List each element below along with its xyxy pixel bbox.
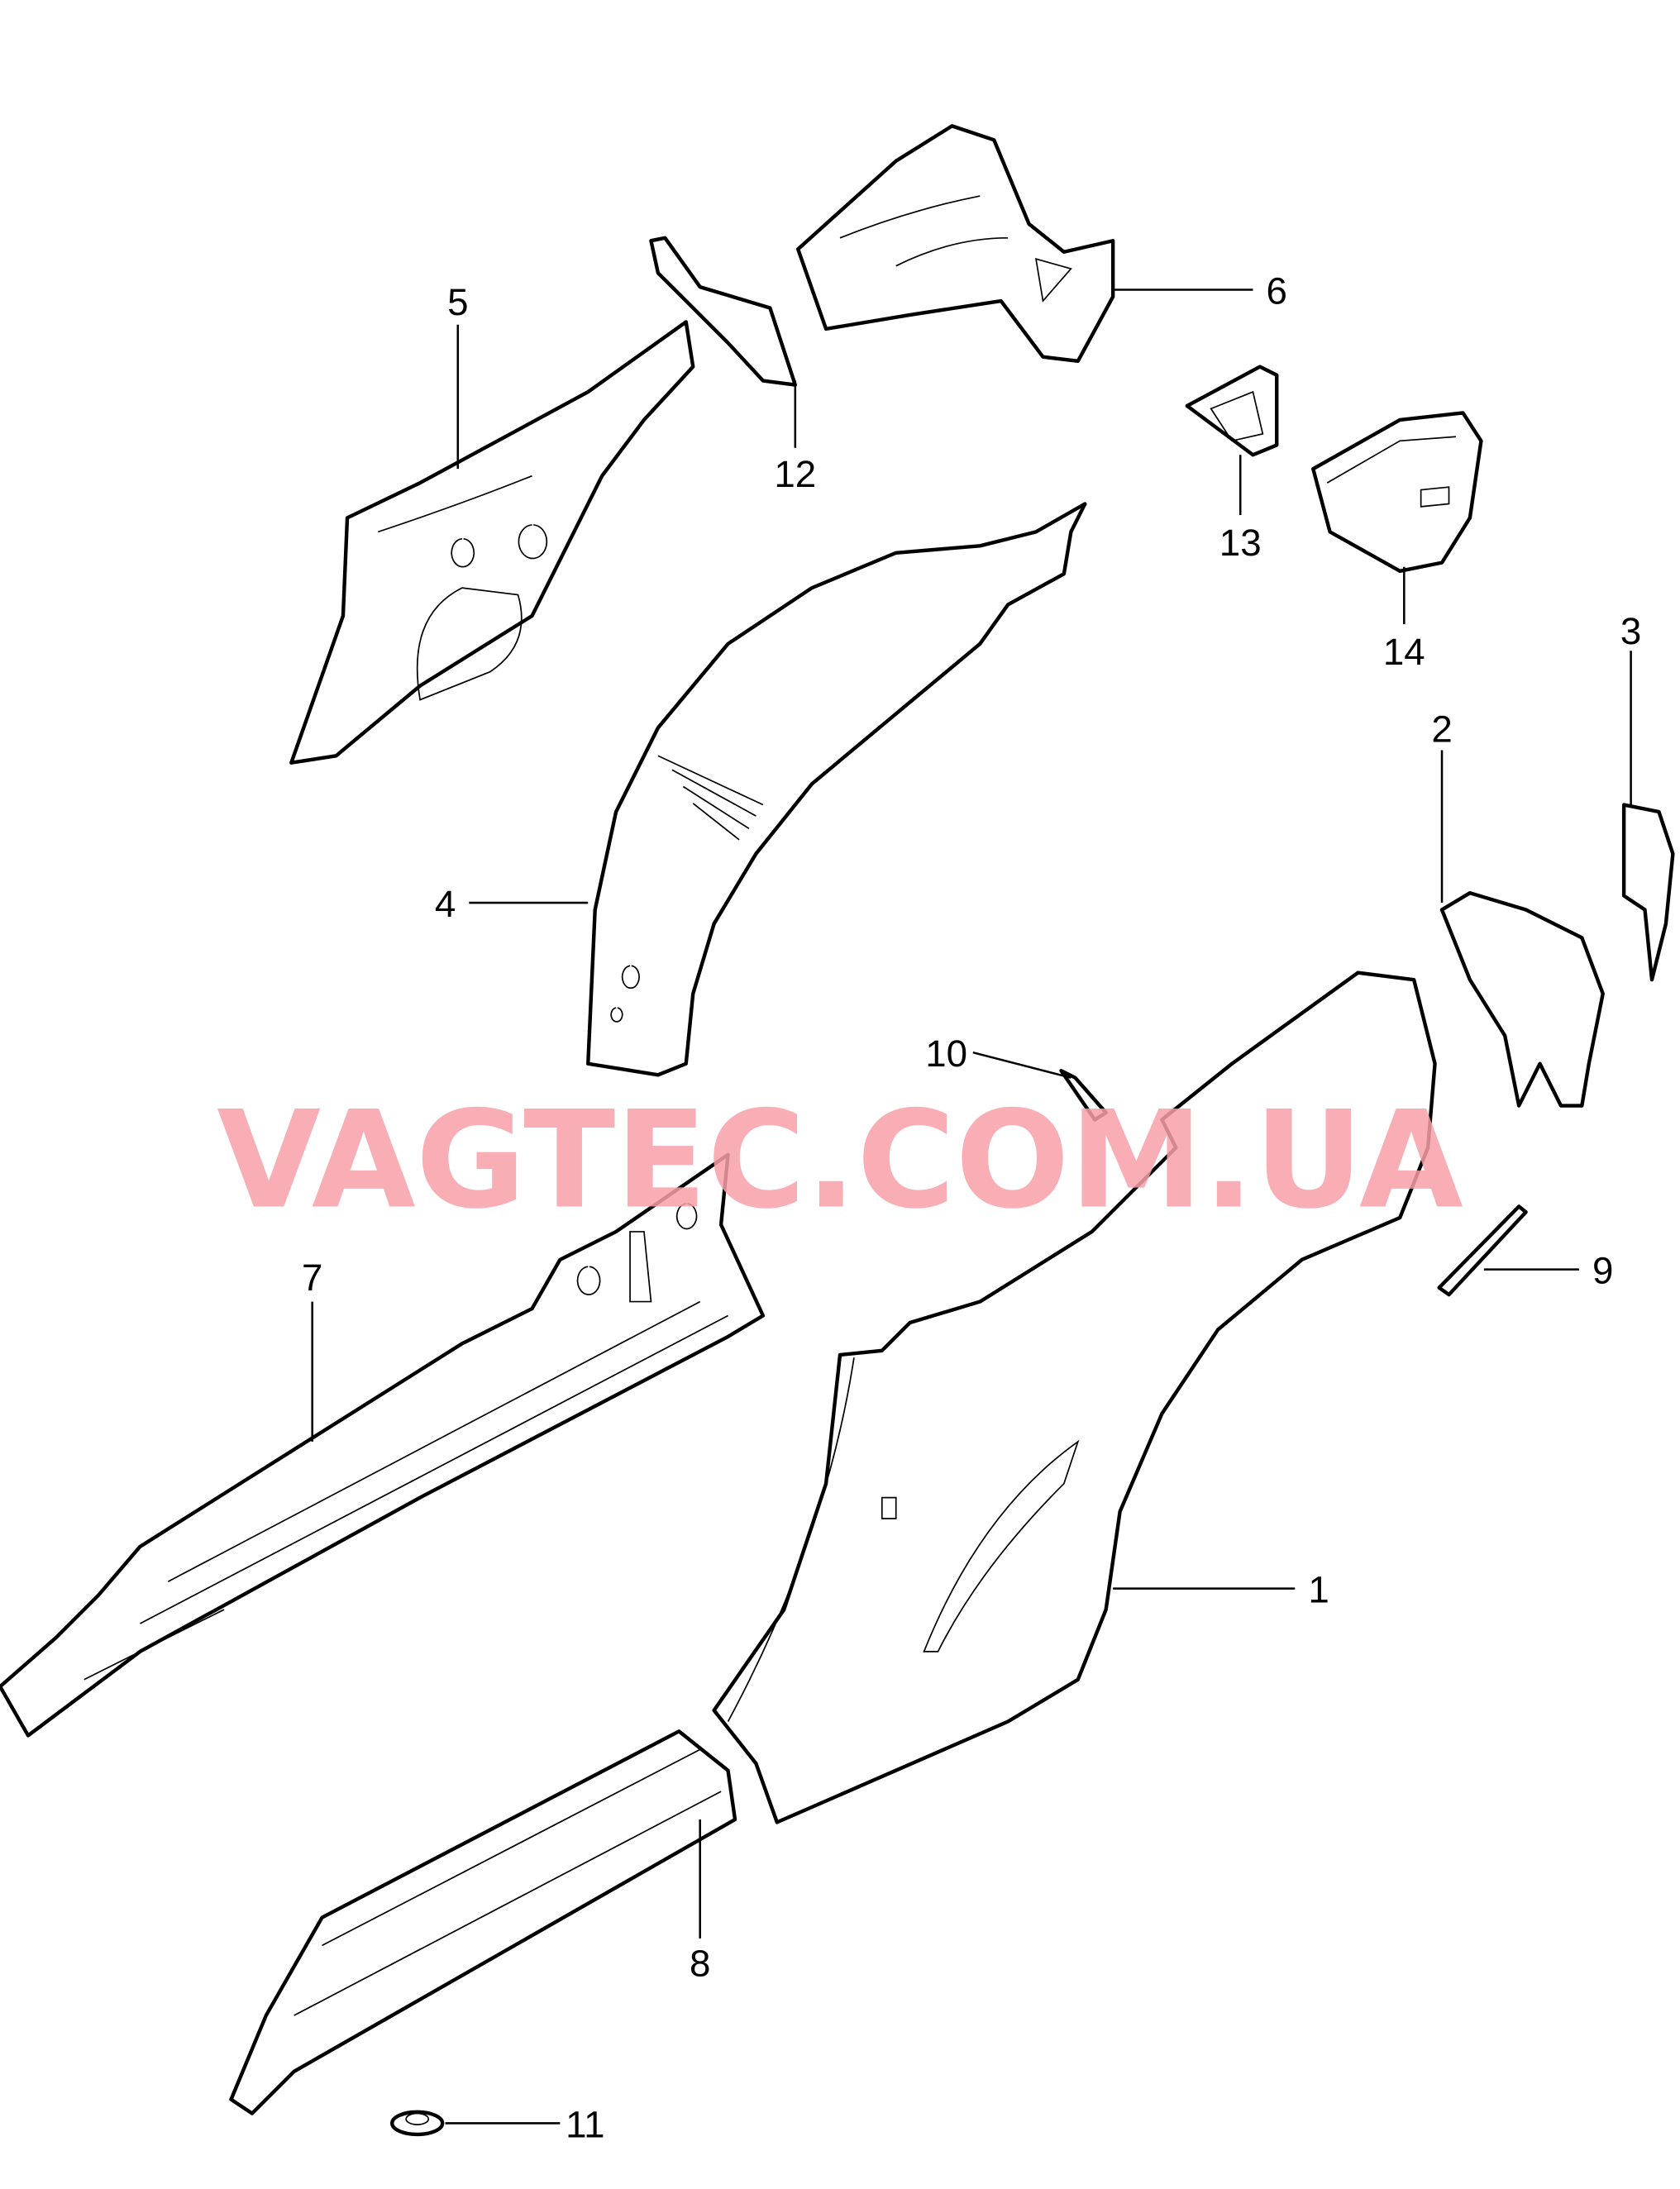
- leader-lines: [311, 289, 1632, 2125]
- part-3-panel[interactable]: [1621, 803, 1675, 982]
- part-1-side-panel[interactable]: [712, 971, 1437, 1824]
- watermark: VAGTEC.COM.UA: [217, 1082, 1463, 1238]
- part-4-wheel-arch[interactable]: [586, 502, 1087, 1077]
- part-6-upper-panel[interactable]: [796, 124, 1115, 364]
- callout-10: 10: [925, 1033, 967, 1075]
- callout-11: 11: [566, 2103, 604, 2145]
- part-10-clip[interactable]: [1059, 1069, 1108, 1122]
- callout-12: 12: [774, 453, 816, 495]
- part-12-bracket[interactable]: [649, 236, 798, 387]
- callout-2: 2: [1431, 708, 1452, 750]
- part-9-strip[interactable]: [1437, 1204, 1528, 1297]
- callout-3: 3: [1620, 610, 1641, 652]
- callout-14: 14: [1383, 631, 1425, 673]
- callout-4: 4: [435, 883, 456, 925]
- callout-8: 8: [690, 1943, 710, 1985]
- callout-13: 13: [1219, 522, 1262, 564]
- part-13-cover[interactable]: [1185, 365, 1279, 457]
- callout-7: 7: [302, 1257, 322, 1299]
- callout-6: 6: [1267, 269, 1287, 312]
- part-2-inner-bracket[interactable]: [1439, 890, 1605, 1108]
- part-5-inner-panel[interactable]: [289, 320, 695, 765]
- part-11-grommet[interactable]: [390, 2110, 445, 2137]
- callout-1: 1: [1308, 1569, 1329, 1611]
- callout-5: 5: [447, 281, 468, 323]
- part-7-sill-inner[interactable]: [0, 1152, 766, 1738]
- part-8-sill-outer[interactable]: [229, 1729, 737, 2115]
- callout-9: 9: [1592, 1250, 1613, 1292]
- part-14-trim[interactable]: [1311, 411, 1483, 573]
